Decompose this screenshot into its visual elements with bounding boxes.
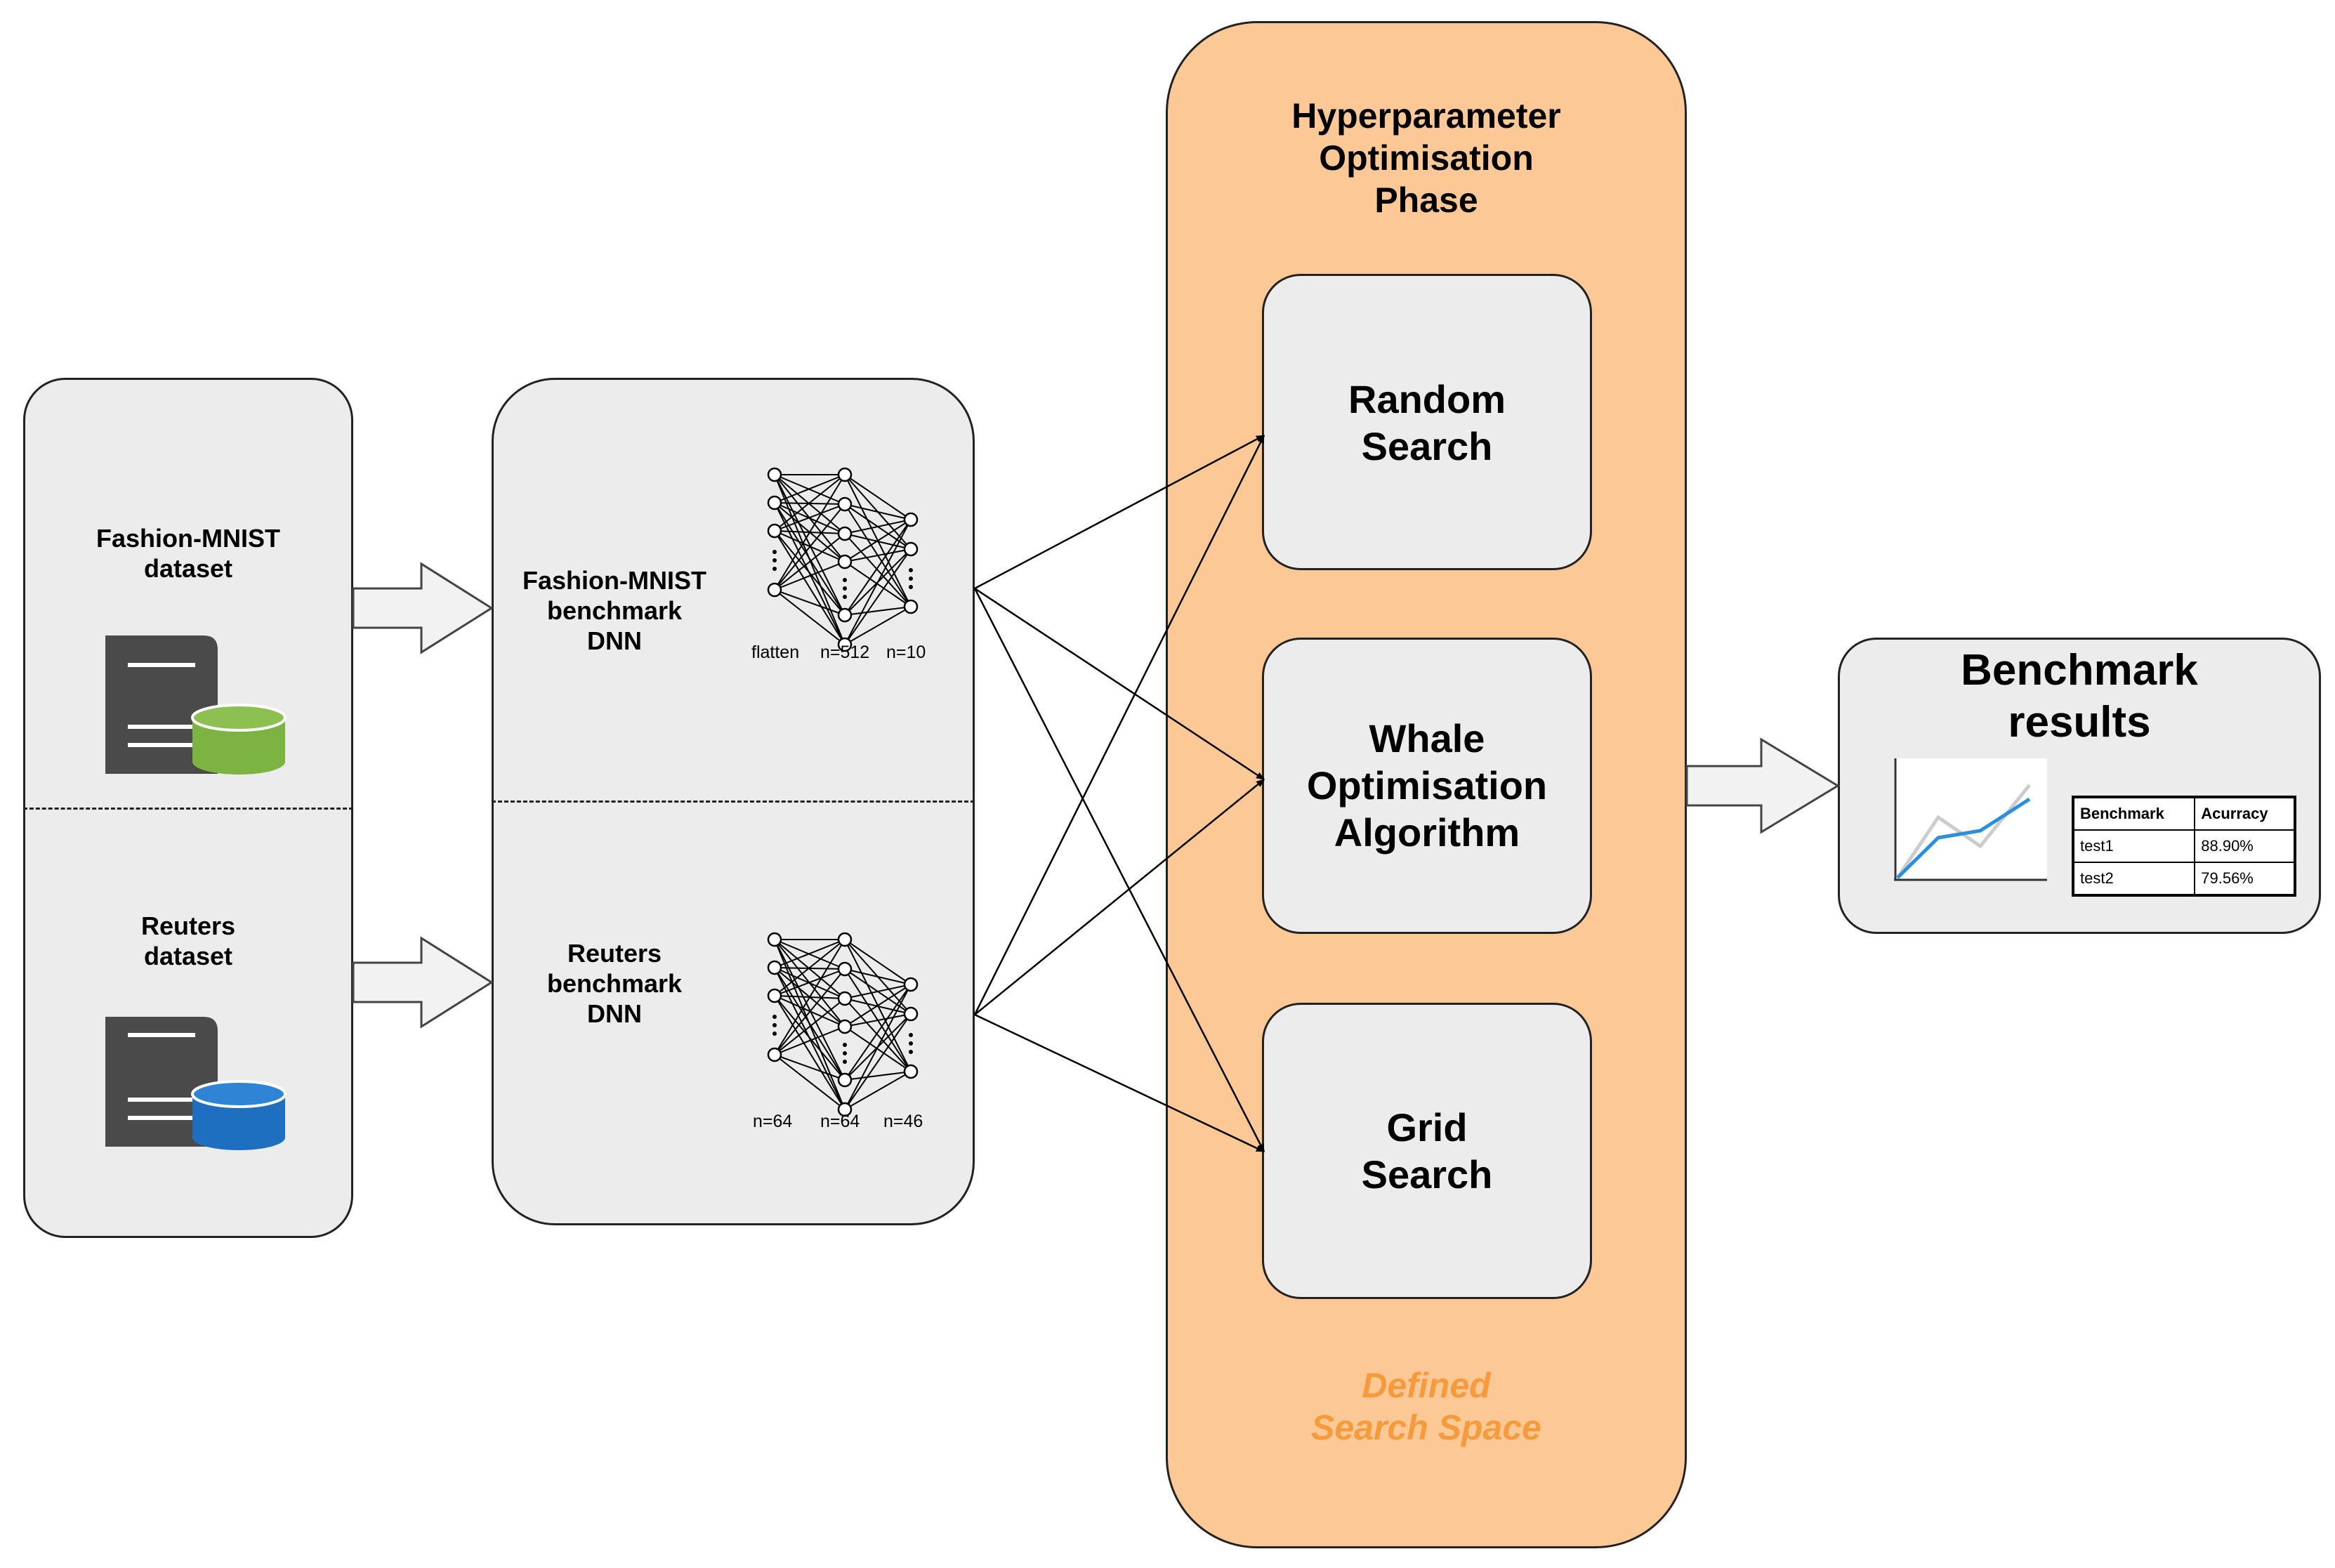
models-divider (492, 801, 975, 803)
line-chart-icon (1894, 758, 2047, 881)
whale-optimisation-box (1262, 638, 1592, 934)
neural-network-icon-reuters (767, 932, 919, 1117)
grid-search-box (1262, 1003, 1592, 1299)
datasets-divider (23, 808, 353, 810)
block-arrow-results (1685, 737, 1840, 834)
database-server-icon-reuters (105, 1017, 287, 1150)
block-arrow-reuters (352, 936, 494, 1029)
random-search-box (1262, 274, 1592, 570)
connector-arrows (973, 434, 1265, 1153)
block-arrow-fashion (352, 562, 494, 654)
database-server-icon-fashion (105, 635, 287, 775)
neural-network-icon-fashion (767, 467, 919, 652)
